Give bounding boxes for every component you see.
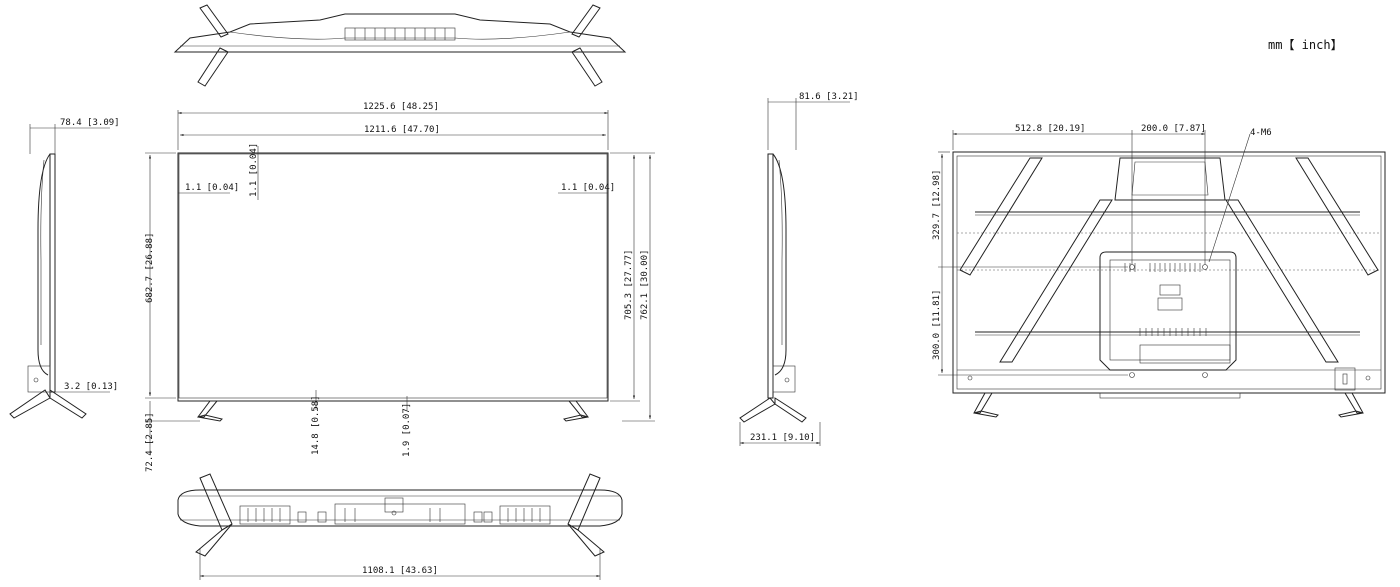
front-view: 1225.6 [48.25] 1211.6 [47.70] 1.1 [0.04]… xyxy=(145,102,655,472)
bottom-view: 1108.1 [43.63] xyxy=(177,473,623,580)
dim-bezel-right: 1.1 [0.04] xyxy=(561,183,615,193)
dim-overall-width: 1225.6 [48.25] xyxy=(363,102,439,112)
dim-overall-height: 762.1 [30.00] xyxy=(640,250,650,320)
dim-bezel-left: 1.1 [0.04] xyxy=(185,183,239,193)
dim-side-left-depth: 78.4 [3.09] xyxy=(60,118,120,128)
dim-stand-height: 72.4 [2.85] xyxy=(145,412,155,472)
dim-vesa-x: 200.0 [7.87] xyxy=(1141,124,1206,134)
label-mount: 4-M6 xyxy=(1250,128,1272,138)
left-side-view: 78.4 [3.09] 3.2 [0.13] xyxy=(9,118,120,419)
top-view xyxy=(173,4,627,87)
dim-rear-offset-y: 329.7 [12.98] xyxy=(932,170,942,240)
dim-rear-offset-x: 512.8 [20.19] xyxy=(1015,124,1085,134)
units-label: mm【 inch】 xyxy=(1268,38,1343,52)
right-side-view: 81.6 [3.21] 231.1 [9.10] xyxy=(739,92,859,446)
dim-bottom-bezel: 14.8 [0.58] xyxy=(311,395,321,455)
dim-bottom-small: 1.9 [0.07] xyxy=(402,403,412,457)
dim-vesa-y: 300.0 [11.81] xyxy=(932,290,942,360)
dim-stand-span: 1108.1 [43.63] xyxy=(362,566,438,576)
dim-screen-width: 1211.6 [47.70] xyxy=(364,125,440,135)
dim-screen-height: 682.7 [26.88] xyxy=(145,233,155,303)
dim-side-right-depth: 81.6 [3.21] xyxy=(799,92,859,102)
rear-view: 512.8 [20.19] 200.0 [7.87] 4-M6 329.7 [1… xyxy=(932,124,1386,418)
dim-panel-height: 705.3 [27.77] xyxy=(624,250,634,320)
dim-bezel-top: 1.1 [0.04] xyxy=(249,143,259,197)
dim-stand-depth: 231.1 [9.10] xyxy=(750,433,815,443)
dim-side-left-foot: 3.2 [0.13] xyxy=(64,382,118,392)
